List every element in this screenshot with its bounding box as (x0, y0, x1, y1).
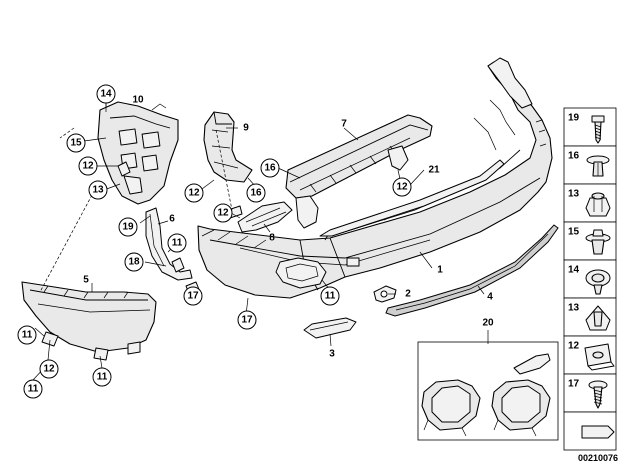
callout-circle (237, 310, 257, 330)
callout-17: 17 (187, 291, 199, 302)
callout-12: 12 (188, 188, 200, 199)
callout-circle (88, 180, 108, 200)
callout-circle (92, 367, 112, 387)
callout-11: 11 (97, 372, 108, 383)
trim-strip (319, 159, 505, 237)
callout-12: 12 (82, 161, 94, 172)
callout-19: 19 (122, 222, 134, 233)
callout-16: 16 (264, 163, 276, 174)
callout-12: 12 (217, 208, 229, 219)
legend-item-spreader-nut: 15 (563, 221, 617, 261)
callout-circle (183, 286, 203, 306)
callout-circle (320, 286, 340, 306)
legend-label: 19 (568, 113, 580, 124)
expanding-rivet-icon (586, 155, 610, 177)
callout-6: 6 (169, 214, 175, 225)
callout-11: 11 (22, 330, 33, 341)
sheet-strip-icon (581, 425, 615, 439)
callout-circle (213, 203, 233, 223)
callout-circle (167, 233, 187, 253)
callout-20: 20 (482, 318, 494, 329)
reflector (303, 317, 357, 339)
callout-4: 4 (487, 292, 493, 303)
spreader-nut-icon (585, 229, 611, 255)
callout-circle (246, 183, 266, 203)
callout-7: 7 (341, 119, 347, 130)
callout-3: 3 (329, 349, 335, 360)
self-tapping-screw-icon (588, 380, 608, 409)
tow-hook-cover (373, 285, 397, 303)
callout-circle (78, 156, 98, 176)
legend-label: 16 (568, 151, 580, 162)
callout-12: 12 (396, 182, 408, 193)
legend-item-hex-nut: 13 (563, 183, 617, 223)
hex-nut-icon (585, 192, 611, 217)
screw-icon (591, 115, 605, 144)
callout-18: 18 (128, 257, 140, 268)
diagram-reference-number: 00210076 (578, 453, 618, 463)
callout-circle (118, 217, 138, 237)
push-clip-icon (585, 269, 611, 295)
center-bracket (203, 111, 253, 183)
bumper-carrier-bar (285, 114, 433, 229)
callout-1: 1 (437, 265, 443, 276)
bumper-cover (197, 57, 553, 299)
callout-circle (96, 84, 116, 104)
side-panel (21, 281, 157, 361)
legend-item-clip-nut: 13 (563, 297, 617, 337)
legend-item-self-tapping-screw: 17 (563, 373, 617, 413)
callout-11: 11 (172, 238, 183, 249)
legend-item-screw: 19 (563, 107, 617, 147)
callout-13: 13 (92, 185, 104, 196)
callout-circle (39, 359, 59, 379)
callout-8: 8 (269, 233, 275, 244)
callout-circle (260, 158, 280, 178)
detail-box-fog-lamp-grilles (417, 330, 559, 441)
callout-2: 2 (405, 289, 411, 300)
small-bracket (237, 201, 293, 233)
callout-5: 5 (83, 275, 89, 286)
legend-label: 14 (568, 265, 580, 276)
callout-10: 10 (132, 95, 144, 106)
callout-16: 16 (250, 188, 262, 199)
callout-15: 15 (70, 138, 82, 149)
legend-label: 12 (568, 341, 580, 352)
legend-label: 13 (568, 303, 580, 314)
side-bracket (97, 95, 179, 205)
legend-item-sheet-nut: 12 (563, 335, 617, 375)
callout-circle (392, 177, 412, 197)
legend-item-sheet-strip (563, 411, 617, 451)
callout-circle (124, 252, 144, 272)
callout-circle (17, 325, 37, 345)
callout-circle (23, 379, 43, 399)
legend-item-push-clip: 14 (563, 259, 617, 299)
callout-11: 11 (28, 384, 39, 395)
sheet-nut-icon (584, 343, 615, 371)
callout-21: 21 (428, 165, 440, 176)
legend-label: 17 (568, 379, 580, 390)
callout-labels: 1410151213199121671612211286111817517111… (17, 84, 494, 399)
callout-14: 14 (100, 89, 112, 100)
lower-reflector-strip (385, 224, 559, 317)
callout-11: 11 (325, 291, 336, 302)
clip-nut-icon (585, 305, 611, 331)
callout-9: 9 (243, 123, 249, 134)
legend-label: 13 (568, 189, 580, 200)
callout-12: 12 (43, 364, 55, 375)
callout-circle (184, 183, 204, 203)
fastener-legend: 19 16 13 15 14 13 12 17 (563, 107, 617, 451)
legend-label: 15 (568, 227, 580, 238)
legend-item-expanding-rivet: 16 (563, 145, 617, 185)
callout-circle (66, 133, 86, 153)
callout-17: 17 (241, 315, 253, 326)
side-strip (145, 207, 193, 281)
